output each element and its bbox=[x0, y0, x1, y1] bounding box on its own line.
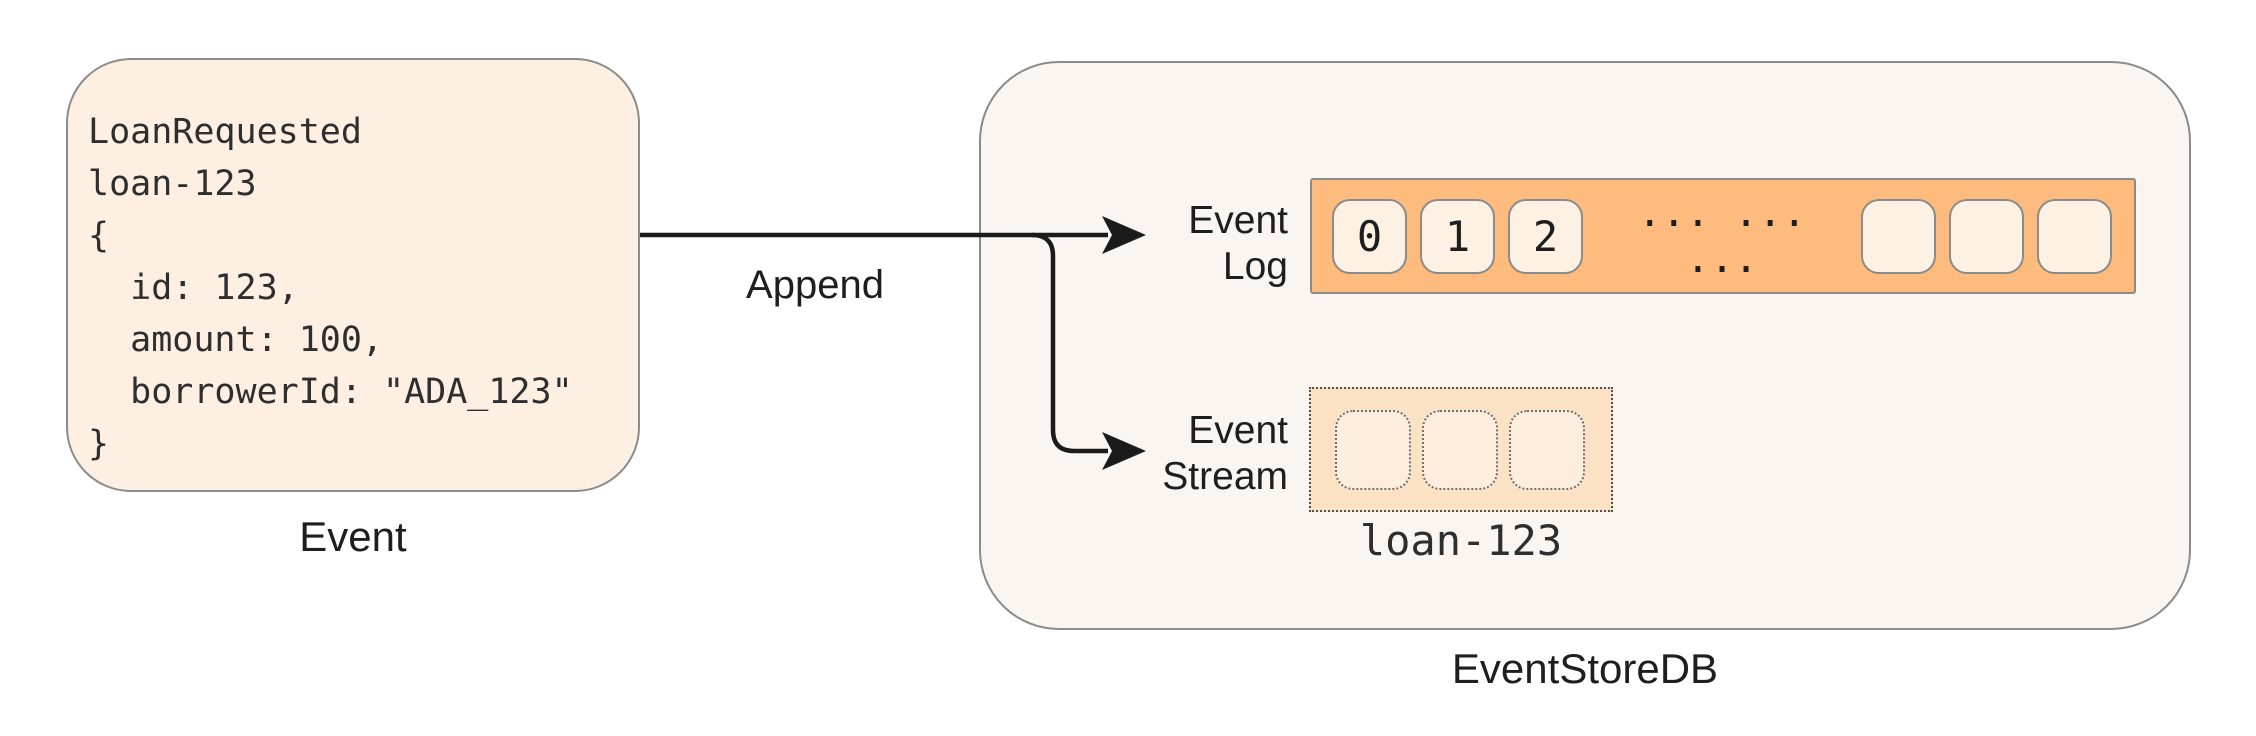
code-line: } bbox=[88, 424, 110, 464]
event-card-caption: Event bbox=[299, 513, 407, 560]
eventstoredb-caption: EventStoreDB bbox=[1451, 645, 1719, 692]
code-line: { bbox=[88, 216, 110, 256]
event-log-cell: 2 bbox=[1508, 198, 1583, 274]
append-label: Append bbox=[746, 263, 884, 307]
event-log-cell: 0 bbox=[1332, 198, 1407, 274]
event-code-block: LoanRequested loan-123 { id: 123, amount: … bbox=[88, 106, 573, 470]
code-line: amount: 100, bbox=[88, 320, 384, 360]
event-log-cell: 1 bbox=[1420, 198, 1495, 274]
code-line: loan-123 bbox=[88, 164, 257, 204]
event-stream-label-line2: Stream bbox=[1162, 455, 1288, 498]
event-log-empty-cell bbox=[2037, 198, 2112, 274]
event-log-empty-cell bbox=[1861, 198, 1936, 274]
code-line: LoanRequested bbox=[88, 112, 362, 152]
code-line: borrowerId: "ADA_123" bbox=[88, 372, 573, 412]
eventstoredb-box bbox=[979, 61, 2191, 630]
event-log-empty-cell bbox=[1949, 198, 2024, 274]
event-stream-empty-cell bbox=[1422, 409, 1498, 490]
event-stream-empty-cell bbox=[1335, 409, 1411, 490]
event-stream-box bbox=[1309, 387, 1613, 512]
event-stream-label: Event Stream bbox=[1040, 408, 1288, 500]
code-line: id: 123, bbox=[88, 268, 299, 308]
event-stream-empty-cell bbox=[1509, 409, 1585, 490]
stream-name-label: loan-123 bbox=[1359, 516, 1563, 565]
event-log-label-line1: Event bbox=[1188, 199, 1288, 242]
event-log-label-line2: Log bbox=[1222, 245, 1288, 288]
event-stream-label-line1: Event bbox=[1188, 409, 1288, 452]
event-log-dots: ... ... ... bbox=[1637, 190, 1807, 282]
event-log-label: Event Log bbox=[1040, 198, 1288, 290]
event-card bbox=[66, 58, 640, 492]
